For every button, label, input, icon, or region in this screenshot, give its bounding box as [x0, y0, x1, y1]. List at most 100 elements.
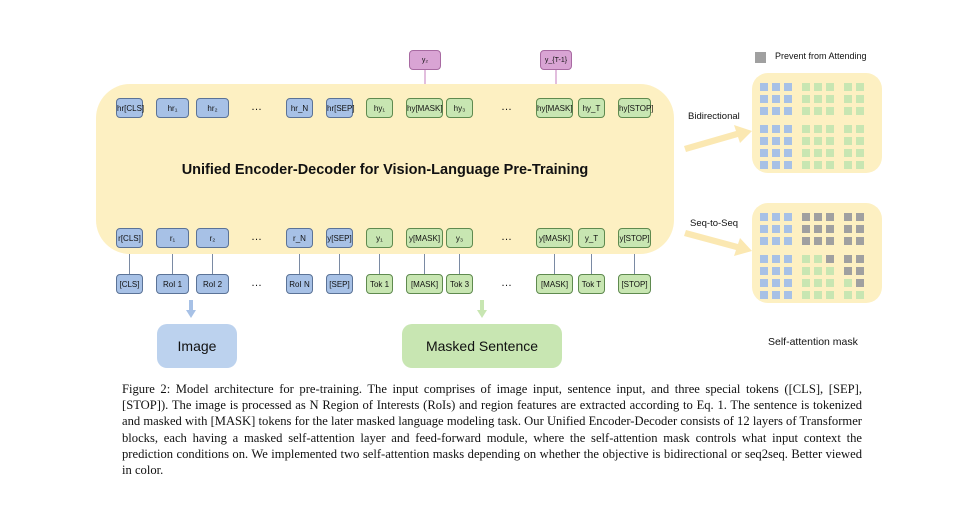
embed-token-9: … — [501, 231, 513, 243]
hidden-token-7: hy[MASK] — [406, 98, 443, 118]
mask-cell — [814, 95, 822, 103]
mask-cell — [814, 83, 822, 91]
mask-cell — [826, 107, 834, 115]
mask-cell — [844, 107, 852, 115]
mask-cell — [772, 237, 780, 245]
mask-cell — [784, 237, 792, 245]
mask-cell — [784, 149, 792, 157]
mask-cell — [826, 125, 834, 133]
mask-cell — [760, 237, 768, 245]
hidden-token-4: hr_N — [286, 98, 313, 118]
mask-cell — [856, 83, 864, 91]
mask-cell — [856, 125, 864, 133]
hidden-token-10: hy[MASK] — [536, 98, 573, 118]
hidden-token-8: hy₃ — [446, 98, 473, 118]
mask-cell — [772, 149, 780, 157]
embed-token-7: y[MASK] — [406, 228, 443, 248]
seq2seq-mask-panel — [752, 203, 882, 303]
mask-cell — [814, 279, 822, 287]
input-token-10: [MASK] — [536, 274, 573, 294]
mask-cell — [784, 95, 792, 103]
mask-cell — [760, 161, 768, 169]
input-token-7: [MASK] — [406, 274, 443, 294]
mask-cell — [760, 149, 768, 157]
hidden-token-1: hr₁ — [156, 98, 189, 118]
mask-cell — [760, 213, 768, 221]
sentence-arrow-icon — [477, 300, 487, 318]
masked-sentence-input-box: Masked Sentence — [402, 324, 562, 368]
input-token-0: [CLS] — [116, 274, 143, 294]
mask-cell — [856, 137, 864, 145]
mask-cell — [814, 291, 822, 299]
mask-cell — [772, 267, 780, 275]
mask-cell — [772, 213, 780, 221]
mask-cell — [856, 213, 864, 221]
mask-cell — [784, 125, 792, 133]
input-token-6: Tok 1 — [366, 274, 393, 294]
embed-token-0: r[CLS] — [116, 228, 143, 248]
mask-cell — [826, 161, 834, 169]
mask-cell — [772, 161, 780, 169]
hidden-token-3: … — [251, 101, 263, 113]
mask-cell — [760, 107, 768, 115]
mask-cell — [784, 255, 792, 263]
mask-cell — [802, 255, 810, 263]
mask-cell — [856, 267, 864, 275]
legend-gray-swatch — [755, 52, 766, 63]
mask-cell — [844, 137, 852, 145]
mask-cell — [760, 291, 768, 299]
mask-cell — [826, 137, 834, 145]
mask-cell — [856, 95, 864, 103]
mask-cell — [784, 279, 792, 287]
hidden-token-12: hy[STOP] — [618, 98, 654, 118]
mask-cell — [802, 237, 810, 245]
mask-cell — [784, 291, 792, 299]
mask-cell — [856, 225, 864, 233]
input-token-9: … — [501, 277, 513, 289]
mask-cell — [784, 83, 792, 91]
seq2seq-label: Seq-to-Seq — [690, 218, 739, 229]
input-token-8: Tok 3 — [446, 274, 473, 294]
legend-label: Prevent from Attending — [775, 51, 867, 61]
mask-cell — [772, 95, 780, 103]
mask-cell — [826, 83, 834, 91]
mask-cell — [814, 267, 822, 275]
seq2seq-arrow-icon — [684, 230, 752, 256]
mask-cell — [844, 225, 852, 233]
mask-cell — [826, 225, 834, 233]
mask-cell — [760, 267, 768, 275]
input-token-5: [SEP] — [326, 274, 353, 294]
figure-caption: Figure 2: Model architecture for pre-tra… — [122, 382, 862, 478]
embed-token-4: r_N — [286, 228, 313, 248]
mask-cell — [814, 125, 822, 133]
output-token-1: y_{T-1} — [540, 50, 572, 70]
input-token-4: RoI N — [286, 274, 313, 294]
mask-cell — [784, 225, 792, 233]
mask-cell — [844, 267, 852, 275]
mask-cell — [826, 95, 834, 103]
mask-cell — [856, 161, 864, 169]
mask-cell — [802, 213, 810, 221]
mask-cell — [826, 267, 834, 275]
hidden-token-0: hr[CLS] — [116, 98, 144, 118]
mask-cell — [760, 125, 768, 133]
mask-cell — [814, 225, 822, 233]
mask-cell — [760, 83, 768, 91]
mask-cell — [814, 161, 822, 169]
mask-cell — [844, 255, 852, 263]
mask-cell — [844, 95, 852, 103]
embed-token-1: r₁ — [156, 228, 189, 248]
mask-cell — [802, 83, 810, 91]
input-token-2: RoI 2 — [196, 274, 229, 294]
mask-cell — [814, 149, 822, 157]
bidirectional-arrow-icon — [684, 125, 752, 152]
mask-cell — [802, 279, 810, 287]
image-input-box: Image — [157, 324, 237, 368]
mask-cell — [856, 291, 864, 299]
mask-cell — [772, 137, 780, 145]
mask-cell — [844, 279, 852, 287]
output-token-0: y₂ — [409, 50, 441, 70]
input-token-12: [STOP] — [618, 274, 651, 294]
mask-cell — [760, 255, 768, 263]
mask-cell — [814, 107, 822, 115]
